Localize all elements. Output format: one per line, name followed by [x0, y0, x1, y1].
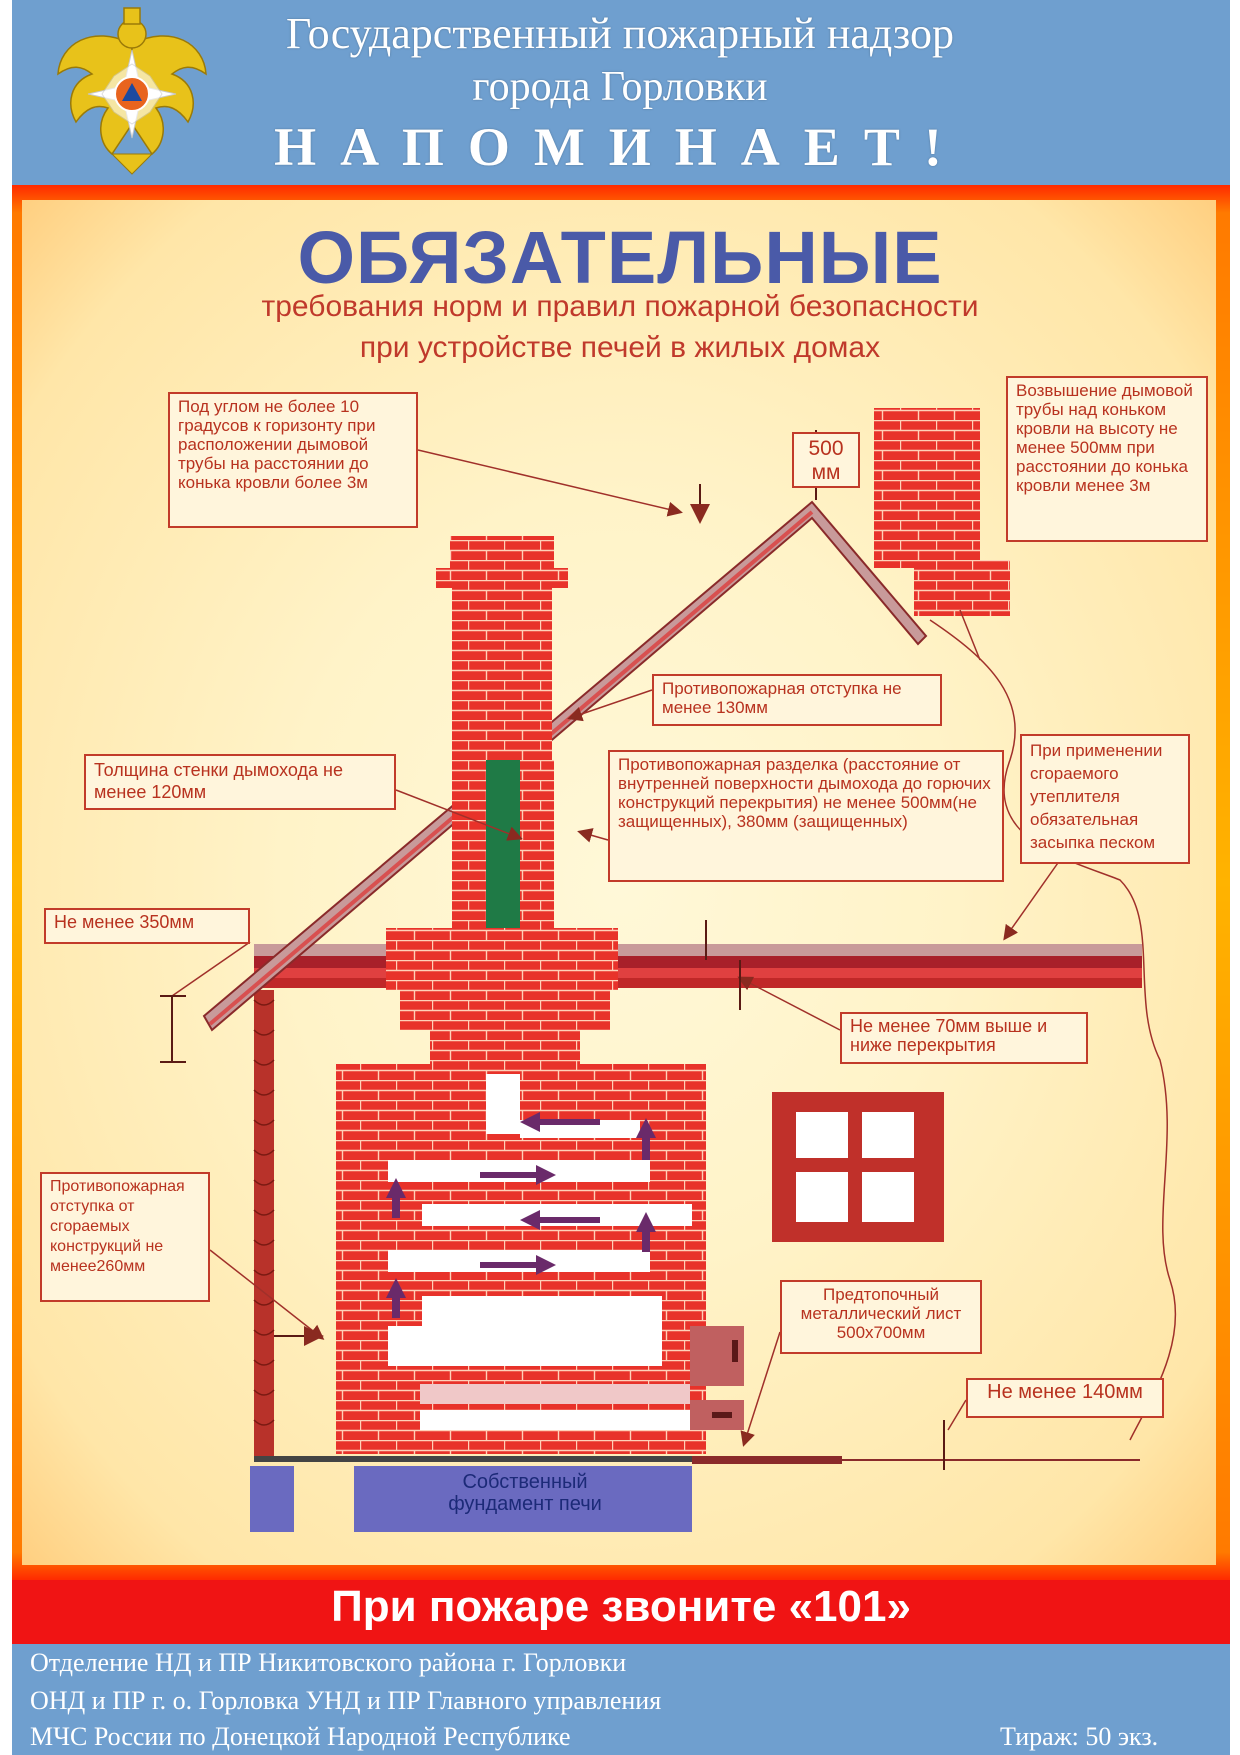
- header-reminds: НАПОМИНАЕТ!: [274, 117, 966, 177]
- header-line-2: города Горловки: [472, 64, 768, 110]
- callout-angle: Под углом не более 10 градусов к горизон…: [168, 392, 418, 528]
- foundation: [250, 1456, 1140, 1532]
- callout-cut-500: Противопожарная разделка (расстояние от …: [608, 750, 1004, 882]
- callout-ridge: Возвышение дымовой трубы над коньком кро…: [1006, 376, 1208, 542]
- house-wall: [253, 990, 275, 1460]
- callout-min-140: Не менее 140мм: [966, 1378, 1164, 1418]
- header-line-1: Государственный пожарный надзор: [286, 9, 954, 58]
- call-strip: [12, 1580, 1230, 1644]
- footer-banner: [12, 1644, 1230, 1755]
- stove-diagram: [160, 408, 1177, 1532]
- insulation-line: [929, 619, 1177, 1441]
- subtitle-line-1: требования норм и правил пожарной безопа…: [261, 290, 979, 323]
- window: [772, 1092, 944, 1242]
- callout-insulation: При применении сгораемого утеплителя обя…: [1020, 734, 1190, 864]
- footer-line-2: ОНД и ПР г. о. Горловка УНД и ПР Главног…: [30, 1686, 662, 1715]
- circulation-label: Тираж: 50 экз.: [1000, 1722, 1159, 1751]
- subtitle-line-2: при устройстве печей в жилых домах: [359, 331, 881, 364]
- callout-wall-120: Толщина стенки дымохода не менее 120мм: [84, 754, 396, 810]
- callout-offset-260: Противопожарная отступка от сгораемых ко…: [40, 1172, 210, 1302]
- page-title: ОБЯЗАТЕЛЬНЫЕ: [297, 216, 943, 299]
- mchs-emblem-icon: [57, 7, 207, 175]
- header-banner: [12, 0, 1230, 185]
- flow-arrows: [386, 1112, 656, 1318]
- leader-lines: [171, 449, 1061, 1447]
- stove-body: [336, 1064, 744, 1454]
- footer-line-1: Отделение НД и ПР Никитовского района г.…: [30, 1648, 627, 1677]
- footer-line-3: МЧС России по Донецкой Народной Республи…: [30, 1722, 571, 1751]
- foundation-label: Собственный фундамент печи: [448, 1471, 602, 1515]
- emergency-call-text: При пожаре звоните «101»: [331, 1582, 911, 1631]
- callout-metal-sheet: Предтопочный металлический лист 500х700м…: [780, 1280, 982, 1354]
- callout-offset-130: Противопожарная отступка не менее 130мм: [652, 674, 942, 726]
- main-chimney: [386, 536, 618, 1070]
- callout-ridge-dim: 500 мм: [792, 432, 860, 488]
- callout-min-70: Не менее 70мм выше и ниже перекрытия: [840, 1012, 1088, 1064]
- ridge-chimney: [874, 408, 1010, 616]
- callout-min-350: Не менее 350мм: [44, 908, 250, 944]
